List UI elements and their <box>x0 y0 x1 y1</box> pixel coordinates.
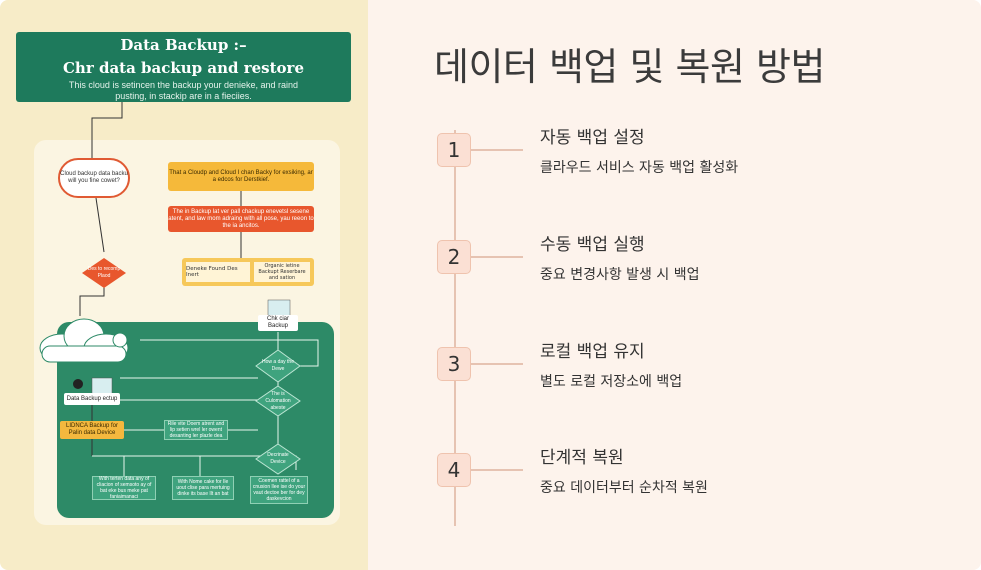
bottom-box-2: With Nome cake for Ile uout clise para m… <box>172 476 234 500</box>
step-connector <box>471 363 523 365</box>
step-description: 중요 데이터부터 순차적 복원 <box>540 480 708 496</box>
step-number-badge: 1 <box>437 133 471 167</box>
infographic-title-line2: Chr data backup and restore <box>62 59 304 77</box>
timeline-line <box>454 130 456 526</box>
diamond-label-3: Decrinate Device <box>267 452 289 465</box>
step-connector <box>471 256 523 258</box>
step-title: 단계적 복원 <box>540 448 624 468</box>
step-title: 자동 백업 설정 <box>540 128 645 148</box>
bottom-box-3: Coemen rattel of a cnusion llee ise do y… <box>250 476 308 504</box>
infographic-subtitle: This cloud is setincen the backup your d… <box>68 80 299 101</box>
step-2: 2 수동 백업 실행 중요 변경사항 발생 시 백업 <box>437 235 957 310</box>
step-description: 중요 변경사항 발생 시 백업 <box>540 267 700 283</box>
step-title: 로컬 백업 유지 <box>540 342 645 362</box>
checker-label: Chk ciar Backup <box>258 315 298 331</box>
bottom-box-1: With terten data any of cliacion of sems… <box>92 476 156 500</box>
step-title: 수동 백업 실행 <box>540 235 645 255</box>
diamond-label-1: How a day the Dewe <box>262 359 294 372</box>
diamond-label-2: The is Culomation abeste <box>265 390 291 411</box>
info-box-left-cell: Deneke Found Des Inert <box>186 262 250 282</box>
step-number-badge: 4 <box>437 453 471 487</box>
step-number-badge: 3 <box>437 347 471 381</box>
info-box-right-cell: Organic ietine Backupt Reserbare and sat… <box>254 262 310 282</box>
info-box-yellow-split: Deneke Found Des Inert Organic ietine Ba… <box>182 258 314 286</box>
green-mid-box: Rile vite Doem atrent and lip setien wre… <box>164 420 228 440</box>
info-box-yellow: That a Cloudp and Cloud I chan Backy for… <box>168 162 314 191</box>
infographic-header: Data Backup :– Chr data backup and resto… <box>16 32 351 102</box>
data-backup-label: Data Backup ectup <box>64 393 120 405</box>
info-box-orange: The in Backup lat ver pall chackup eneve… <box>168 206 314 232</box>
step-connector <box>471 469 523 471</box>
infographic-title-line1: Data Backup :– <box>120 36 247 54</box>
local-backup-box: LIDNCA Backup for Palin data Device <box>60 421 124 439</box>
step-1: 1 자동 백업 설정 클라우드 서비스 자동 백업 활성화 <box>437 128 957 203</box>
cloud-question-box: Cloud backup data backu will you fine co… <box>58 158 130 198</box>
step-description: 별도 로컬 저장소에 백업 <box>540 374 683 390</box>
infographic-connectors <box>39 102 319 476</box>
decision-diamond-label: Des to recomp Plaod <box>87 266 121 279</box>
step-3: 3 로컬 백업 유지 별도 로컬 저장소에 백업 <box>437 342 957 417</box>
step-4: 4 단계적 복원 중요 데이터부터 순차적 복원 <box>437 448 957 523</box>
page-title: 데이터 백업 및 복원 방법 <box>434 45 825 89</box>
step-description: 클라우드 서비스 자동 백업 활성화 <box>540 160 739 176</box>
step-number-badge: 2 <box>437 240 471 274</box>
step-connector <box>471 149 523 151</box>
infographic-panel: Data Backup :– Chr data backup and resto… <box>0 0 368 570</box>
